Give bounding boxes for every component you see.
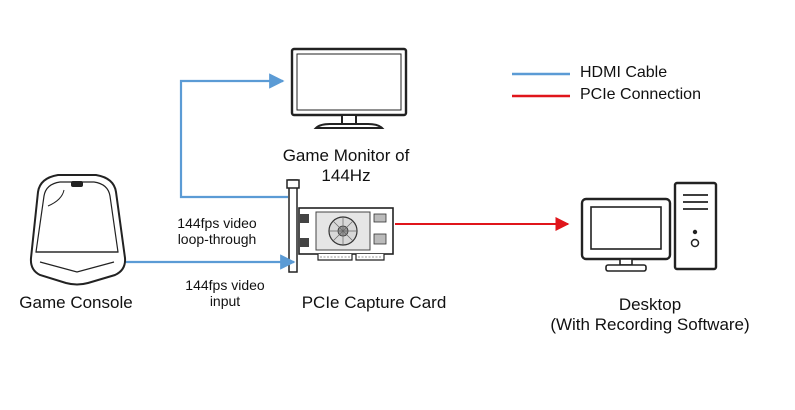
- game-monitor-icon: [290, 47, 408, 129]
- desktop-label-line2: (With Recording Software): [550, 314, 750, 334]
- hdmi-loop-through-line: [179, 73, 288, 199]
- loop-through-annotation-line1: 144fps video: [177, 215, 257, 231]
- capture-card-label: PCIe Capture Card: [301, 293, 447, 312]
- game-monitor-label-line1: Game Monitor of: [282, 146, 410, 165]
- legend-pcie-label: PCIe Connection: [580, 86, 701, 103]
- desktop-label-line1: Desktop: [618, 295, 682, 314]
- desktop-label: Desktop (With Recording Software): [520, 295, 780, 334]
- legend-hdmi-label: HDMI Cable: [580, 64, 668, 81]
- loop-through-annotation: 144fps video loop-through: [152, 215, 282, 247]
- input-annotation: 144fps video input: [160, 277, 290, 309]
- input-annotation-line2: input: [209, 293, 241, 310]
- game-monitor-label: Game Monitor of 144Hz: [246, 146, 446, 185]
- loop-through-annotation-line2: loop-through: [177, 231, 257, 248]
- game-monitor-label-line2: 144Hz: [321, 165, 371, 185]
- input-annotation-line1: 144fps video: [185, 277, 265, 293]
- game-console-icon: [29, 174, 127, 286]
- game-console-label: Game Console: [19, 293, 133, 312]
- desktop-icon: [580, 181, 718, 272]
- capture-card-icon: [286, 179, 394, 273]
